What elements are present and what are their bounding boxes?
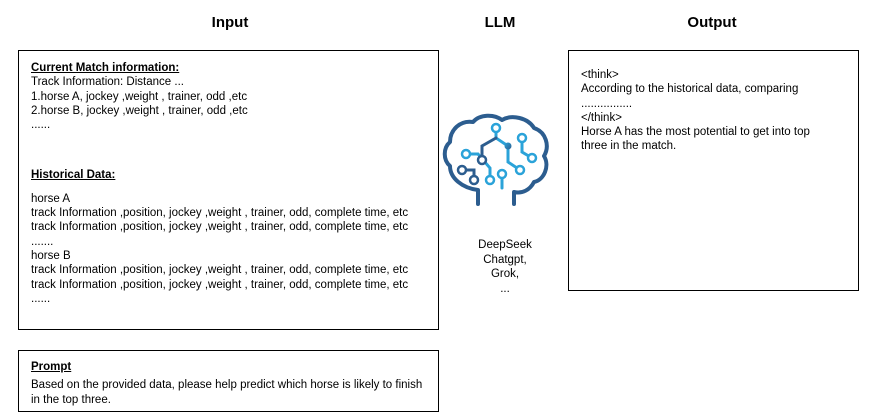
current-line: 1.horse A, jockey ,weight , trainer, odd… (31, 90, 248, 103)
output-line: Horse A has the most potential to get in… (581, 126, 810, 153)
current-line: Track Information: Distance ... (31, 76, 184, 89)
historical-line: track Information ,position, jockey ,wei… (31, 264, 409, 277)
llm-model-list: DeepSeek Chatgpt, Grok, ... (455, 238, 555, 296)
current-line: 2.horse B, jockey ,weight , trainer, odd… (31, 104, 248, 117)
historical-line: track Information ,position, jockey ,wei… (31, 221, 409, 234)
llm-model: Chatgpt, (483, 253, 527, 266)
llm-model: ... (500, 282, 510, 295)
output-line: <think> (581, 69, 619, 81)
output-line: ................ (581, 97, 633, 110)
llm-model: Grok, (490, 268, 520, 280)
brain-circuit-icon (442, 113, 549, 206)
historical-line: horse B (31, 249, 71, 262)
historical-line: track Information ,position, jockey ,wei… (31, 278, 409, 291)
historical-data-heading: Historical Data: (31, 169, 116, 182)
llm-title: LLM (484, 14, 516, 31)
input-title: Input (211, 14, 249, 31)
output-box: <think> According to the historical data… (568, 50, 859, 291)
current-line: ...... (31, 119, 51, 132)
historical-line: horse A (31, 192, 70, 205)
historical-line: track Information ,position, jockey ,wei… (31, 207, 409, 220)
prompt-box: Prompt Based on the provided data, pleas… (18, 350, 439, 412)
prompt-text: Based on the provided data, please help … (31, 379, 423, 406)
output-title: Output (687, 14, 737, 31)
current-match-heading: Current Match information: (31, 62, 180, 74)
historical-line: ....... (31, 235, 54, 248)
output-line: According to the historical data, compar… (581, 83, 799, 96)
output-line: </think> (581, 111, 622, 124)
input-box: Current Match information: Track Informa… (18, 50, 439, 330)
historical-line: ...... (31, 292, 51, 305)
prompt-heading: Prompt (31, 361, 72, 373)
llm-model: DeepSeek (478, 239, 532, 251)
